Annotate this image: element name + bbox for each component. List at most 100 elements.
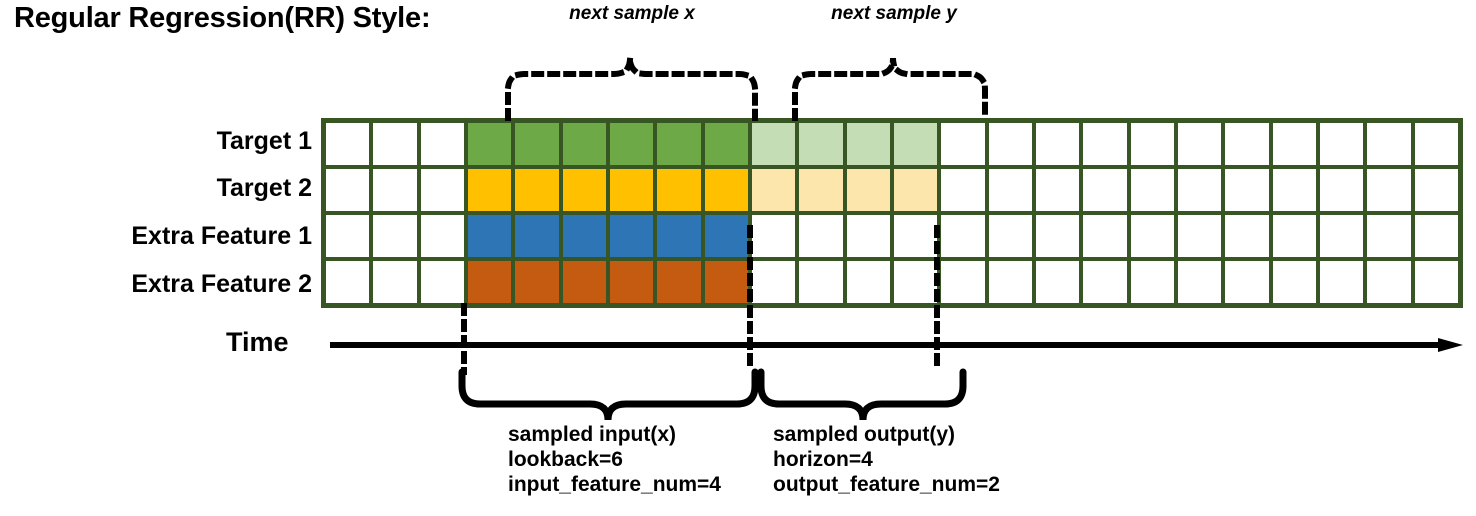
grid-cell <box>657 261 701 303</box>
grid-cell <box>751 261 796 303</box>
grid-cell <box>467 261 512 303</box>
grid-cell <box>1177 215 1222 257</box>
dotted-brace-next-sample-y <box>792 57 988 121</box>
grid-cell <box>1177 169 1222 211</box>
grid-cell <box>515 169 559 211</box>
grid-cell <box>704 215 748 257</box>
grid-cell <box>846 169 890 211</box>
grid-cell <box>799 123 843 165</box>
row-label-extra-feature-2: Extra Feature 2 <box>131 270 312 298</box>
grid-cell <box>420 123 464 165</box>
grid-cell <box>420 261 464 303</box>
annotation-next-sample-x: next sample x <box>569 3 695 24</box>
grid-cell <box>988 215 1032 257</box>
grid-cell <box>941 169 985 211</box>
grid-cell <box>515 123 559 165</box>
grid-cell <box>988 261 1032 303</box>
caption-output-line-2: horizon=4 <box>773 448 873 471</box>
grid-cell <box>609 123 654 165</box>
grid-cell <box>373 215 417 257</box>
grid-cell <box>1083 215 1127 257</box>
brace-sampled-input <box>458 368 759 421</box>
grid-cell <box>1083 169 1127 211</box>
grid-cell <box>326 261 370 303</box>
grid-cell <box>1130 261 1174 303</box>
caption-input-line-2: lookback=6 <box>508 448 623 471</box>
grid-cell <box>1414 169 1458 211</box>
grid-cell <box>326 123 370 165</box>
grid-cell <box>467 215 512 257</box>
grid-cell <box>1130 123 1174 165</box>
grid-cell <box>562 169 606 211</box>
grid-cell <box>988 169 1032 211</box>
grid-cell <box>515 215 559 257</box>
grid-cell <box>1367 215 1411 257</box>
grid-cell <box>1035 123 1080 165</box>
grid-cell <box>1035 169 1080 211</box>
annotation-next-sample-y: next sample y <box>831 3 957 24</box>
caption-output-line-1: sampled output(y) <box>773 423 955 446</box>
grid-cell <box>893 123 938 165</box>
caption-output-line-3: output_feature_num=2 <box>773 473 1000 496</box>
grid-cell <box>941 215 985 257</box>
grid-cell <box>893 261 938 303</box>
grid-cell <box>751 169 796 211</box>
time-axis-arrow <box>330 338 1463 352</box>
grid-cell <box>1319 215 1364 257</box>
caption-input-line-3: input_feature_num=4 <box>508 473 721 496</box>
grid-cell <box>1272 123 1316 165</box>
grid-cell <box>609 261 654 303</box>
grid-cell <box>1367 169 1411 211</box>
grid-cell <box>1414 215 1458 257</box>
grid-cell <box>846 123 890 165</box>
grid-cell <box>420 169 464 211</box>
grid-cell <box>657 123 701 165</box>
grid-cell <box>562 261 606 303</box>
grid-cell <box>893 215 938 257</box>
row-label-extra-feature-1: Extra Feature 1 <box>131 222 312 250</box>
grid-cell <box>704 261 748 303</box>
grid-cell <box>420 215 464 257</box>
grid-cell <box>609 215 654 257</box>
grid-cell <box>326 169 370 211</box>
grid-cell <box>373 261 417 303</box>
grid-cell <box>1319 169 1364 211</box>
dotted-brace-next-sample-x <box>505 57 758 121</box>
grid-cell <box>704 123 748 165</box>
grid-cell <box>1319 123 1364 165</box>
grid-cell <box>1083 261 1127 303</box>
grid-cell <box>1272 169 1316 211</box>
grid-cell <box>799 261 843 303</box>
grid-cell <box>1367 123 1411 165</box>
grid-cell <box>1177 123 1222 165</box>
grid-cell <box>467 169 512 211</box>
grid-cell <box>846 261 890 303</box>
grid-cell <box>562 215 606 257</box>
grid-cell <box>1225 215 1269 257</box>
grid-cell <box>1035 215 1080 257</box>
grid-cell <box>893 169 938 211</box>
grid-cell <box>1225 261 1269 303</box>
row-label-target-2: Target 2 <box>216 174 312 202</box>
page-title: Regular Regression(RR) Style: <box>14 2 431 34</box>
timeline-grid <box>321 118 1463 308</box>
grid-cell <box>1083 123 1127 165</box>
caption-sampled-output: sampled output(y) horizon=4 output_featu… <box>773 422 1000 497</box>
grid-cell <box>1225 123 1269 165</box>
grid-cell <box>846 215 890 257</box>
time-axis-label: Time <box>226 327 289 357</box>
grid-cell <box>751 123 796 165</box>
grid-cell <box>1272 215 1316 257</box>
grid-cell <box>1319 261 1364 303</box>
caption-input-line-1: sampled input(x) <box>508 423 677 446</box>
grid-cell <box>1130 169 1174 211</box>
grid-cell <box>609 169 654 211</box>
caption-sampled-input: sampled input(x) lookback=6 input_featur… <box>508 422 721 497</box>
grid-cell <box>1177 261 1222 303</box>
grid-cell <box>988 123 1032 165</box>
grid-cell <box>326 215 370 257</box>
grid-cell <box>1367 261 1411 303</box>
grid-cell <box>373 169 417 211</box>
grid-cell <box>1035 261 1080 303</box>
grid-cell <box>799 215 843 257</box>
